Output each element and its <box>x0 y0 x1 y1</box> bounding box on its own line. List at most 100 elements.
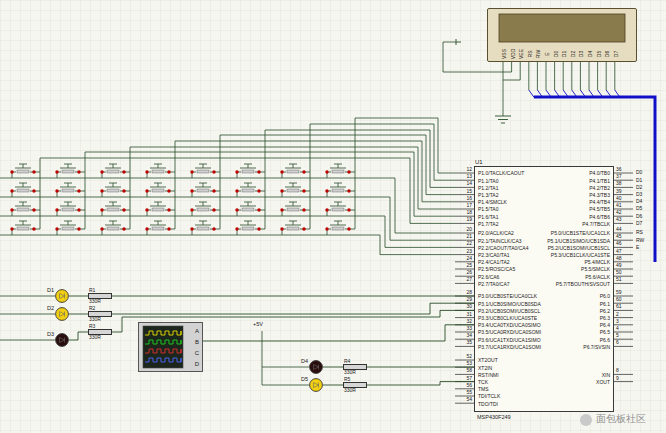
pin-name: P6.3 <box>600 316 610 321</box>
scope-screen <box>143 326 183 368</box>
lcd-display: VSSVDDVEERSRWED0D1D2D3D4D5D6D7 <box>487 8 637 62</box>
pin-number: 35 <box>466 340 472 345</box>
pin-name: P5.6/ACLK <box>585 275 610 280</box>
push-button <box>280 164 310 178</box>
pin-name: D1 <box>562 50 567 56</box>
pin-name: D2 <box>570 50 575 56</box>
pin-name: P1.0/TACLK/CAOUT <box>478 171 524 176</box>
pin-name: P5.4/MCLK <box>584 260 610 265</box>
pin-number: 3 <box>616 319 619 324</box>
pin-number: 50 <box>616 270 622 275</box>
scope-screen-art <box>138 322 203 372</box>
led-outline <box>309 360 323 374</box>
pin-name: P5.2/UCB1SOMI/UCB1SCL <box>548 246 610 251</box>
pin-number: 39 <box>616 189 622 194</box>
led-symbol: D5 <box>309 378 323 392</box>
pin-name: P6.6 <box>600 338 610 343</box>
pin-number: 34 <box>466 333 472 338</box>
component-value: 330R <box>89 299 101 304</box>
net-label: RW <box>636 238 644 243</box>
component-reference: R2 <box>89 306 95 311</box>
resistor-symbol: R5330R <box>343 382 367 388</box>
push-button <box>280 202 310 216</box>
pin-number: 47 <box>616 249 622 254</box>
pin-name: P4.5/TB5 <box>589 207 610 212</box>
pin-name: P5.0/UCB1STE/UCA1CLK <box>551 231 610 236</box>
pin-name: P1.5/TA0 <box>478 207 498 212</box>
diode-mark <box>314 383 319 388</box>
watermark: 面包板社区 <box>596 414 646 424</box>
lcd-pin-wire <box>443 42 615 116</box>
pin-name: P6.7/SVSIN <box>583 345 610 350</box>
pin-name: P1.6/TA1 <box>478 215 498 220</box>
led-symbol: D2 <box>55 307 69 321</box>
pin-name: RST/NMI <box>478 373 499 378</box>
net-label: D0 <box>636 170 642 175</box>
pin-name: E <box>545 52 550 55</box>
pin-number: 33 <box>466 326 472 331</box>
pin-name: P3.2/UCB0SOMI/UCB0SCL <box>478 309 540 314</box>
pin-name: P6.4 <box>600 323 610 328</box>
component-reference: D1 <box>47 288 54 294</box>
net-label: D5 <box>636 206 642 211</box>
row-wire <box>0 178 455 255</box>
resistor-symbol: R2330R <box>88 311 112 317</box>
pin-number: 38 <box>616 181 622 186</box>
push-button <box>55 202 85 216</box>
pin-name: RS <box>527 50 532 57</box>
net-label: D1 <box>636 178 642 183</box>
pin-number: 18 <box>466 210 472 215</box>
diode-mark <box>314 365 319 370</box>
ground-symbol <box>495 116 511 123</box>
pin-name: XT2OUT <box>478 358 498 363</box>
pin-name: P2.7/TA0/CA7 <box>478 282 510 287</box>
pin-number: 27 <box>466 277 472 282</box>
pin-number: 6 <box>616 340 619 345</box>
diode-mark <box>60 312 65 317</box>
led-outline <box>309 378 323 392</box>
pin-number: 28 <box>466 290 472 295</box>
pin-name: P4.4/TB4 <box>589 200 610 205</box>
pin-number: 23 <box>466 249 472 254</box>
scope-trace <box>145 349 181 353</box>
pin-name: P5.3/UCB1CLK/UCA1STE <box>551 253 610 258</box>
push-button <box>190 164 220 178</box>
push-button <box>100 202 130 216</box>
pin-name: TDI/TCLK <box>478 394 500 399</box>
wire <box>69 332 88 340</box>
push-button <box>235 202 265 216</box>
pin-name: VEE <box>519 48 524 58</box>
pin-name: P1.7/TA2 <box>478 222 498 227</box>
pin-number: 44 <box>616 227 622 232</box>
pin-number: 52 <box>466 354 472 359</box>
pin-number: 59 <box>616 290 622 295</box>
channel-label: D <box>195 361 199 367</box>
pin-number: 51 <box>616 277 622 282</box>
pin-name: P1.2/TA1 <box>478 186 498 191</box>
pin-name: TCK <box>478 380 488 385</box>
push-button <box>190 221 220 235</box>
pin-name: P3.1/UCB0SIMO/UCB0SDA <box>478 302 541 307</box>
pin-number: 57 <box>466 376 472 381</box>
component-reference: R4 <box>344 359 350 364</box>
pin-number: 26 <box>466 270 472 275</box>
push-button <box>145 221 175 235</box>
component-reference: D5 <box>301 377 308 383</box>
pin-name: XOUT <box>596 380 610 385</box>
pin-name: P6.2 <box>600 309 610 314</box>
net-label: D4 <box>636 199 642 204</box>
pin-number: 25 <box>466 263 472 268</box>
component-value: 330R <box>344 388 356 393</box>
pin-name: P3.6/UCA1TXD/UCA1SIMO <box>478 338 541 343</box>
wire <box>112 296 474 297</box>
resistor-symbol: R1330R <box>88 293 112 299</box>
pin-number: 42 <box>616 210 622 215</box>
push-button <box>325 164 355 178</box>
pin-number: 5 <box>616 333 619 338</box>
led-outline <box>55 333 69 347</box>
pin-name: P3.5/UCA0RXD/UCA0SOMI <box>478 330 541 335</box>
pin-number: 15 <box>466 189 472 194</box>
net-label: D3 <box>636 192 642 197</box>
